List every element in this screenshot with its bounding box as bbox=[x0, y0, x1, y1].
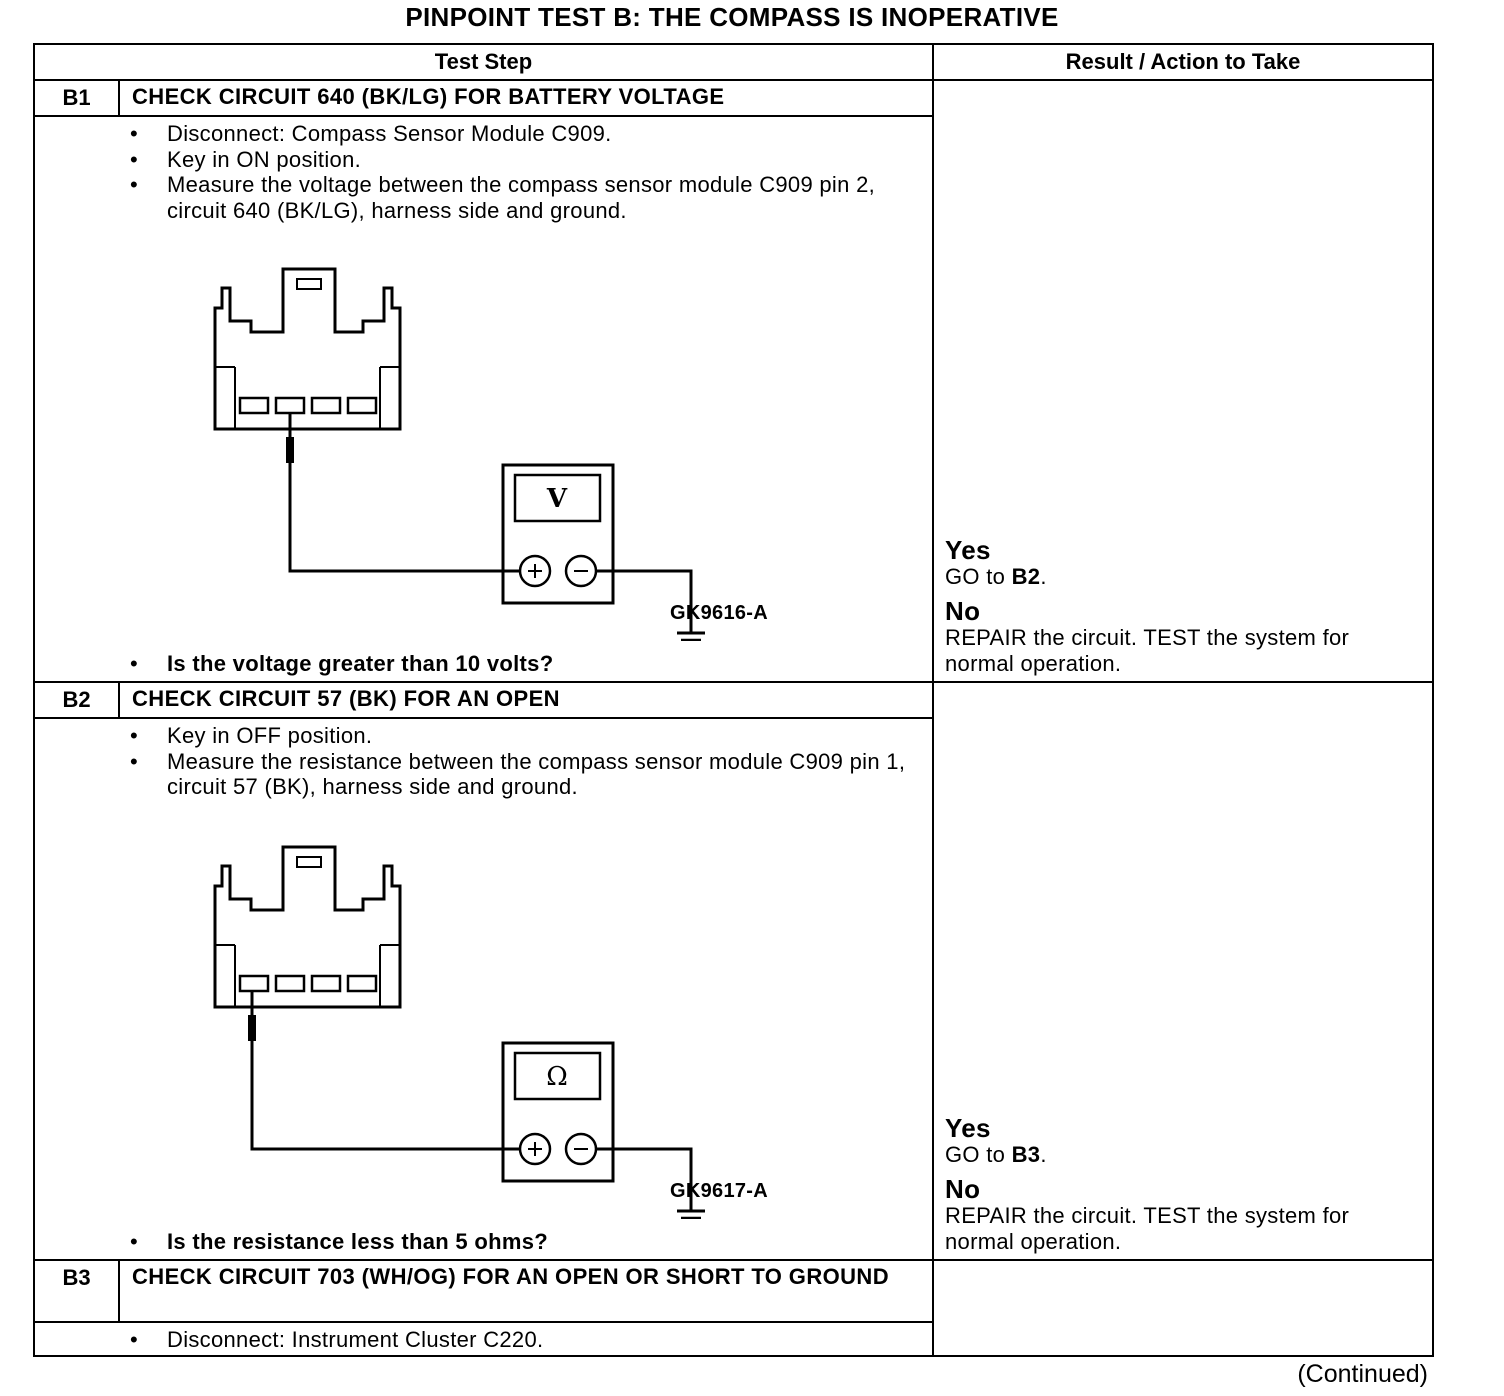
result-yes: Yes GO to B3. bbox=[945, 1114, 1047, 1168]
step-result: Yes GO to B2. No REPAIR the circuit. TES… bbox=[934, 81, 1432, 683]
step-result: Yes GO to B3. No REPAIR the circuit. TES… bbox=[934, 683, 1432, 1261]
step-heading: CHECK CIRCUIT 703 (WH/OG) FOR AN OPEN OR… bbox=[118, 1261, 934, 1323]
test-step-b2: B2 CHECK CIRCUIT 57 (BK) FOR AN OPEN Key… bbox=[35, 683, 1432, 1261]
test-step-b3: B3 CHECK CIRCUIT 703 (WH/OG) FOR AN OPEN… bbox=[35, 1261, 1432, 1357]
step-body: Key in OFF position. Measure the resista… bbox=[35, 683, 934, 1261]
yes-action: GO to bbox=[945, 564, 1006, 589]
step-body: Disconnect: Compass Sensor Module C909. … bbox=[35, 81, 934, 683]
pinpoint-test-table: Test Step Result / Action to Take B1 CHE… bbox=[33, 43, 1434, 1357]
yes-end: . bbox=[1040, 564, 1047, 589]
test-step-b1: B1 CHECK CIRCUIT 640 (BK/LG) FOR BATTERY… bbox=[35, 81, 1432, 683]
no-label: No bbox=[945, 596, 981, 626]
goto-link-b3[interactable]: B3 bbox=[1011, 1142, 1041, 1167]
yes-label: Yes bbox=[945, 535, 991, 565]
step-id: B2 bbox=[62, 687, 91, 712]
step-id: B1 bbox=[62, 85, 91, 110]
voltage-test-diagram: V bbox=[213, 267, 705, 641]
connector-c909 bbox=[213, 267, 402, 431]
instruction-item: Disconnect: Instrument Cluster C220. bbox=[130, 1327, 920, 1353]
divider bbox=[35, 717, 118, 719]
result-yes: Yes GO to B2. bbox=[945, 536, 1047, 590]
yes-text: GO to B3. bbox=[945, 1142, 1047, 1168]
step-body: Disconnect: Instrument Cluster C220. bbox=[35, 1261, 934, 1357]
divider bbox=[35, 1321, 118, 1323]
column-header-test-step: Test Step bbox=[35, 45, 934, 81]
ground-symbol bbox=[596, 569, 705, 641]
yes-label: Yes bbox=[945, 1113, 991, 1143]
result-no: No REPAIR the circuit. TEST the system f… bbox=[945, 1175, 1415, 1254]
ground-symbol bbox=[596, 1147, 705, 1219]
meter-symbol: V bbox=[546, 484, 568, 514]
step-heading: CHECK CIRCUIT 640 (BK/LG) FOR BATTERY VO… bbox=[118, 81, 934, 117]
step-question: Is the voltage greater than 10 volts? bbox=[130, 651, 553, 677]
instruction-item: Key in OFF position. bbox=[130, 723, 920, 749]
step-question: Is the resistance less than 5 ohms? bbox=[130, 1229, 548, 1255]
instruction-item: Measure the voltage between the compass … bbox=[130, 172, 920, 223]
continued-note: (Continued) bbox=[1297, 1360, 1428, 1388]
probe-lead bbox=[248, 991, 520, 1151]
connector-c909 bbox=[213, 845, 402, 1009]
step-divider bbox=[35, 681, 1432, 683]
goto-link-b2[interactable]: B2 bbox=[1011, 564, 1041, 589]
probe-lead bbox=[286, 413, 520, 573]
instruction-list: Key in OFF position. Measure the resista… bbox=[130, 723, 920, 800]
figure-code: GK9617-A bbox=[670, 1180, 768, 1202]
step-heading: CHECK CIRCUIT 57 (BK) FOR AN OPEN bbox=[118, 683, 934, 719]
divider bbox=[35, 115, 118, 117]
yes-text: GO to B2. bbox=[945, 564, 1047, 590]
step-divider bbox=[35, 1259, 1432, 1261]
step-id: B3 bbox=[62, 1265, 91, 1290]
no-text: REPAIR the circuit. TEST the system for … bbox=[945, 625, 1350, 676]
step-result bbox=[934, 1261, 1432, 1357]
multimeter bbox=[501, 1041, 615, 1183]
instruction-list: Disconnect: Instrument Cluster C220. bbox=[130, 1327, 920, 1353]
no-text: REPAIR the circuit. TEST the system for … bbox=[945, 1203, 1350, 1254]
instruction-item: Key in ON position. bbox=[130, 147, 920, 173]
instruction-item: Disconnect: Compass Sensor Module C909. bbox=[130, 121, 920, 147]
resistance-test-diagram: Ω bbox=[213, 845, 705, 1219]
instruction-item: Measure the resistance between the compa… bbox=[130, 749, 920, 800]
yes-end: . bbox=[1040, 1142, 1047, 1167]
page-title: PINPOINT TEST B: THE COMPASS IS INOPERAT… bbox=[405, 2, 1059, 32]
yes-action: GO to bbox=[945, 1142, 1006, 1167]
no-label: No bbox=[945, 1174, 981, 1204]
meter-symbol: Ω bbox=[546, 1062, 568, 1092]
instruction-list: Disconnect: Compass Sensor Module C909. … bbox=[130, 121, 920, 223]
multimeter bbox=[501, 463, 615, 605]
result-no: No REPAIR the circuit. TEST the system f… bbox=[945, 597, 1415, 676]
column-header-result: Result / Action to Take bbox=[934, 45, 1432, 81]
figure-code: GK9616-A bbox=[670, 602, 768, 624]
